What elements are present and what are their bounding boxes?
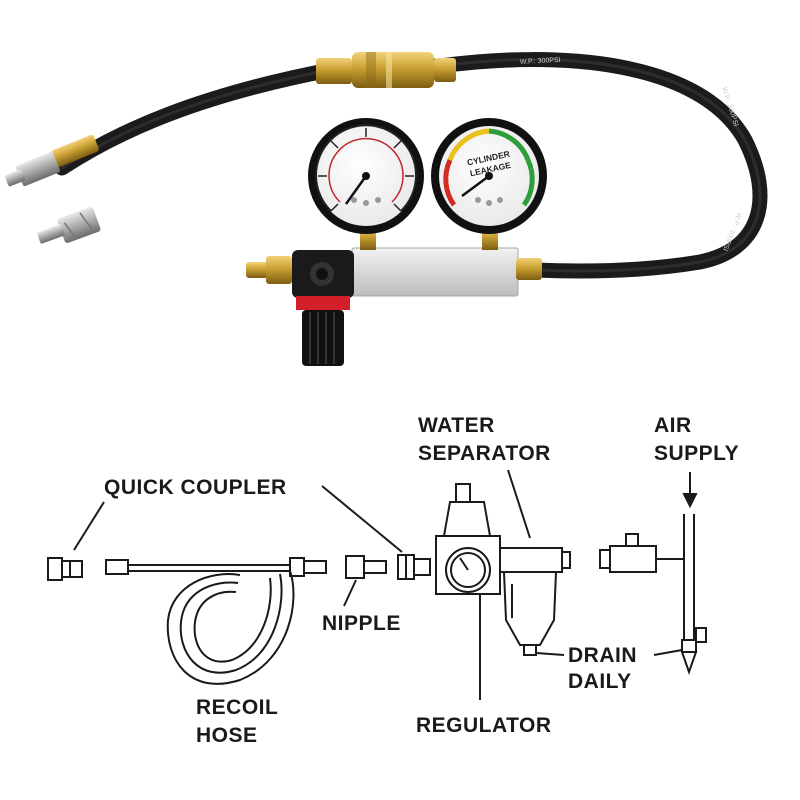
label-air-supply-line2: SUPPLY xyxy=(654,442,739,465)
regulator-icon xyxy=(246,250,354,366)
nipple-icon xyxy=(345,555,387,579)
brass-coupler-icon xyxy=(316,52,456,88)
tester-photo: W.P.: 300PSI W.P.: 300PSI W.P.: 300PSI xyxy=(5,52,768,366)
label-nipple: NIPPLE xyxy=(322,612,401,635)
hose-print-top: W.P.: 300PSI xyxy=(520,57,561,66)
arrow-down-icon xyxy=(682,493,698,509)
quick-coupler-right-icon xyxy=(397,554,431,580)
label-quick-coupler: QUICK COUPLER xyxy=(104,476,287,499)
leader-water-separator xyxy=(507,469,531,539)
label-water-separator-line2: SEPARATOR xyxy=(418,442,551,465)
leader-nipple xyxy=(343,579,357,607)
recoil-hose-icon xyxy=(105,557,327,685)
setup-diagram xyxy=(47,469,707,700)
manifold-block-icon xyxy=(351,247,519,297)
label-drain-daily-line1: DRAIN xyxy=(568,644,637,667)
label-drain-daily-line2: DAILY xyxy=(568,670,632,693)
leader-drain xyxy=(535,652,565,656)
label-air-supply-line1: AIR xyxy=(654,414,692,437)
water-separator-icon xyxy=(499,547,571,656)
label-regulator: REGULATOR xyxy=(416,714,552,737)
hose-end-fitting xyxy=(5,134,99,187)
air-supply-line-icon xyxy=(599,514,707,676)
diagram-labels: QUICK COUPLER WATER SEPARATOR AIR SUPPLY… xyxy=(104,414,739,747)
leader-quick-coupler-left xyxy=(73,501,105,551)
label-recoil-hose-line1: RECOIL xyxy=(196,696,278,719)
leakage-gauge-icon: CYLINDER LEAKAGE xyxy=(431,118,547,234)
quick-coupler-left-icon xyxy=(47,557,83,581)
leader-quick-coupler-right xyxy=(321,485,403,553)
adapter-icon xyxy=(37,207,101,244)
regulator-diagram-icon xyxy=(435,483,501,700)
leader-drain-right xyxy=(653,649,683,656)
label-water-separator-line1: WATER xyxy=(418,414,495,437)
pressure-gauge-icon xyxy=(308,118,424,234)
label-recoil-hose-line2: HOSE xyxy=(196,724,258,747)
